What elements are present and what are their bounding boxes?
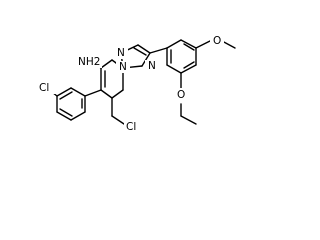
bond: [70, 111, 86, 121]
bond: [56, 87, 72, 97]
bond: [180, 39, 197, 49]
bond: [137, 44, 151, 54]
bond: [141, 52, 151, 67]
aryl-cl-label: Cl: [39, 82, 49, 94]
amine-label-bg: [76, 55, 102, 68]
aryl-cl-bg: [38, 81, 58, 94]
amine-label: NH2: [78, 56, 100, 68]
bond: [221, 40, 236, 49]
bond: [111, 89, 124, 99]
chemical-structure-diagram: NH2 N N N Cl Cl O O: [38, 34, 236, 133]
methyl-cl-bg: [124, 120, 144, 133]
bond: [183, 61, 195, 69]
bond: [180, 115, 197, 125]
ring-n-left-label: N: [119, 61, 127, 73]
bond: [100, 89, 113, 99]
bond: [166, 64, 182, 74]
bond: [180, 64, 197, 74]
bond: [149, 47, 168, 54]
bond: [84, 89, 102, 97]
bond: [59, 91, 73, 100]
atom-labels: NH2 N N N Cl Cl O O: [38, 34, 224, 133]
ring-n-bottom-bg: [145, 60, 159, 72]
bond: [59, 108, 73, 117]
bond-layer: [47, 39, 236, 127]
bond: [133, 47, 147, 56]
ring-n-top-bg: [114, 47, 128, 59]
bond: [56, 111, 72, 121]
ring-n-left-bg: [116, 61, 130, 73]
bond: [166, 39, 182, 49]
bond: [183, 43, 195, 51]
methoxy-mid-o-label: O: [177, 89, 185, 101]
methoxy-top-o-label: O: [213, 35, 221, 47]
methoxy-top-o-bg: [210, 34, 224, 47]
bond: [195, 40, 211, 49]
ring-n-bottom-label: N: [148, 60, 156, 72]
chemical-structure-canvas: NH2 N N N Cl Cl O O: [38, 34, 236, 133]
ring-n-top-label: N: [117, 47, 125, 59]
bond: [100, 59, 113, 69]
methoxy-mid-o-bg: [174, 88, 188, 101]
bond: [70, 87, 86, 97]
methyl-cl-label: Cl: [126, 121, 136, 133]
